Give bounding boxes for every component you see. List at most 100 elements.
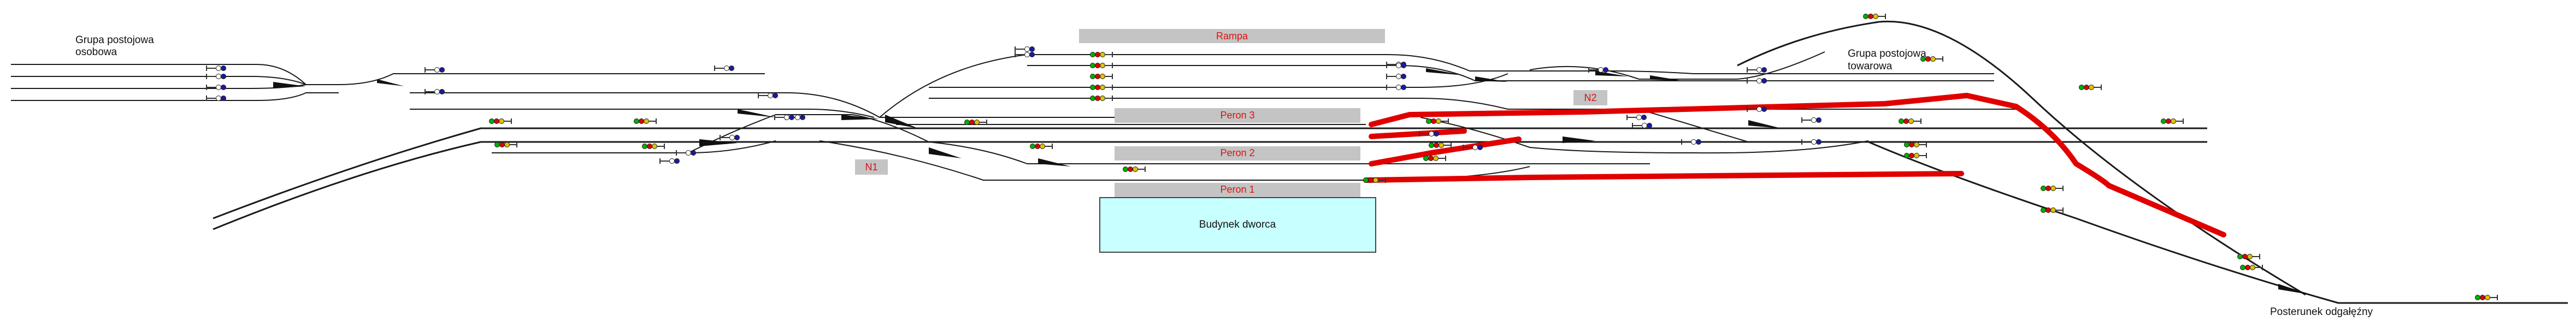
track-right-upper [1529, 51, 1825, 80]
main-signal-lamp [1090, 63, 1095, 68]
main-signal-lamp [1363, 177, 1369, 183]
track-upper-c [929, 73, 1508, 88]
main-signal-lamp [1904, 153, 1909, 158]
main-signal-lamp [1426, 118, 1431, 124]
shunt-signal-lamp [784, 115, 789, 120]
shunt-signal-lamp [1761, 78, 1767, 84]
main-signal-lamp [1095, 52, 1100, 57]
main-signal-lamp [2485, 295, 2490, 300]
shunt-signal-lamp [1603, 67, 1608, 73]
line-to-junction-1 [1737, 20, 2306, 296]
shunt-signal-lamp [1642, 123, 1647, 128]
main-signal-lamp [1100, 74, 1105, 79]
shunt-signal-lamp [768, 93, 773, 98]
main-signal-lamp [1925, 56, 1931, 62]
shunt-signal-lamp [1029, 46, 1035, 52]
switch-frog [377, 79, 404, 86]
shunt-signal-lamp [1761, 67, 1767, 73]
siding-track-4 [11, 92, 339, 101]
main-signal-lamp [2475, 295, 2480, 300]
track-network [11, 20, 2568, 304]
main-signal-lamp [964, 120, 970, 125]
shunt-signal-lamp [686, 150, 691, 156]
shunt-signal-lamp [729, 66, 734, 71]
main-signal-lamp [1908, 118, 1914, 124]
shunt-signal-lamp [221, 66, 226, 71]
main-signal-lamp [1035, 144, 1040, 149]
platform-rampa [1079, 29, 1385, 43]
main-signal-lamp [1909, 153, 1914, 158]
track-upper-b [410, 109, 875, 118]
passenger-group-label-line2: osobowa [75, 46, 117, 58]
platform-peron1-label: Peron 1 [1220, 184, 1254, 195]
main-signal-lamp [1100, 96, 1105, 101]
shunt-signal-lamp [1396, 63, 1401, 68]
siding-track-2 [11, 76, 306, 85]
shunt-signal-lamp [434, 67, 440, 73]
freight-group-label-line2: towarowa [1848, 61, 1893, 72]
marker-n1-box [855, 159, 888, 175]
shunt-signal-lamp [1472, 145, 1478, 150]
main-signal-lamp [2050, 186, 2056, 191]
shunt-signal-lamp [1756, 106, 1762, 112]
shunt-signal-lamp [789, 115, 794, 120]
main-signal-lamp [2050, 207, 2056, 213]
shunt-signal-lamp [674, 158, 680, 164]
shunt-signal-lamp [1029, 52, 1035, 57]
shunt-signal-lamp [1691, 139, 1696, 145]
main-signal-lamp [2240, 265, 2245, 270]
main-signal-lamp [1428, 156, 1434, 161]
track-right-low [1638, 109, 1749, 142]
platform-peron2 [1115, 146, 1360, 160]
shunt-signal-lamp [1647, 123, 1652, 128]
main-signal-lamp [1100, 85, 1105, 90]
route-highlight-peron2-b [1369, 136, 1522, 166]
shunt-signal-lamp [1401, 63, 1406, 68]
main-signal-lamp [2041, 186, 2046, 191]
main-signal-lamp [1930, 56, 1936, 62]
platforms: Rampa Peron 3 Peron 2 Peron 1 [1079, 29, 1385, 197]
main-signal-lamp [504, 142, 510, 147]
main-signal-lamp [639, 118, 644, 124]
shunt-signal-lamp [734, 135, 740, 140]
main-signal-lamp [494, 118, 499, 124]
siding-track-3 [11, 84, 306, 89]
marker-n1-label: N1 [865, 162, 877, 173]
main-signal-lamp [974, 120, 980, 125]
shunt-signal-lamp [1396, 74, 1401, 79]
track-peron1 [819, 140, 1530, 181]
route-highlight-peron1 [1363, 171, 1964, 183]
shunt-signal-lamp [795, 115, 800, 120]
shunt-signal-lamp [1434, 131, 1439, 136]
switch-frog [1426, 68, 1464, 75]
shunt-signal-lamp [1598, 67, 1604, 73]
switch-frog [273, 82, 306, 88]
main-signal-lamp [1133, 166, 1138, 172]
shunt-signal-lamp [439, 89, 445, 94]
main-signal-lamp [634, 118, 639, 124]
main-signal-lamp [2084, 85, 2089, 90]
switch-frog [1650, 75, 1683, 81]
shunt-signal-lamp [1401, 74, 1406, 79]
shunt-signal-lamp [773, 93, 778, 98]
shunt-signal-lamp [1811, 139, 1817, 145]
route-highlight-peron2 [1369, 128, 1467, 139]
main-signal-lamp [1914, 142, 1919, 147]
shunt-signal-lamp [1396, 85, 1401, 90]
track-rampa-1 [879, 54, 1994, 118]
main-signal-lamp [1100, 63, 1105, 68]
main-signal-lamp [2245, 265, 2250, 270]
main-signal-lamp [1436, 118, 1441, 124]
main-signal-lamp [1868, 14, 1873, 19]
shunt-signal-lamp [1761, 106, 1767, 112]
main-signal-lamp [1368, 177, 1374, 183]
main-signal-lamp [1100, 52, 1105, 57]
main-signal-lamp [1095, 74, 1100, 79]
main-signal-lamp [1095, 85, 1100, 90]
track-right-mid [1420, 117, 1869, 154]
main-signal-lamp [1123, 166, 1128, 172]
shunt-signal-lamp [216, 74, 221, 79]
platform-peron3 [1115, 108, 1360, 123]
main-signal-lamp [494, 142, 500, 147]
main-line-1 [213, 127, 2207, 219]
